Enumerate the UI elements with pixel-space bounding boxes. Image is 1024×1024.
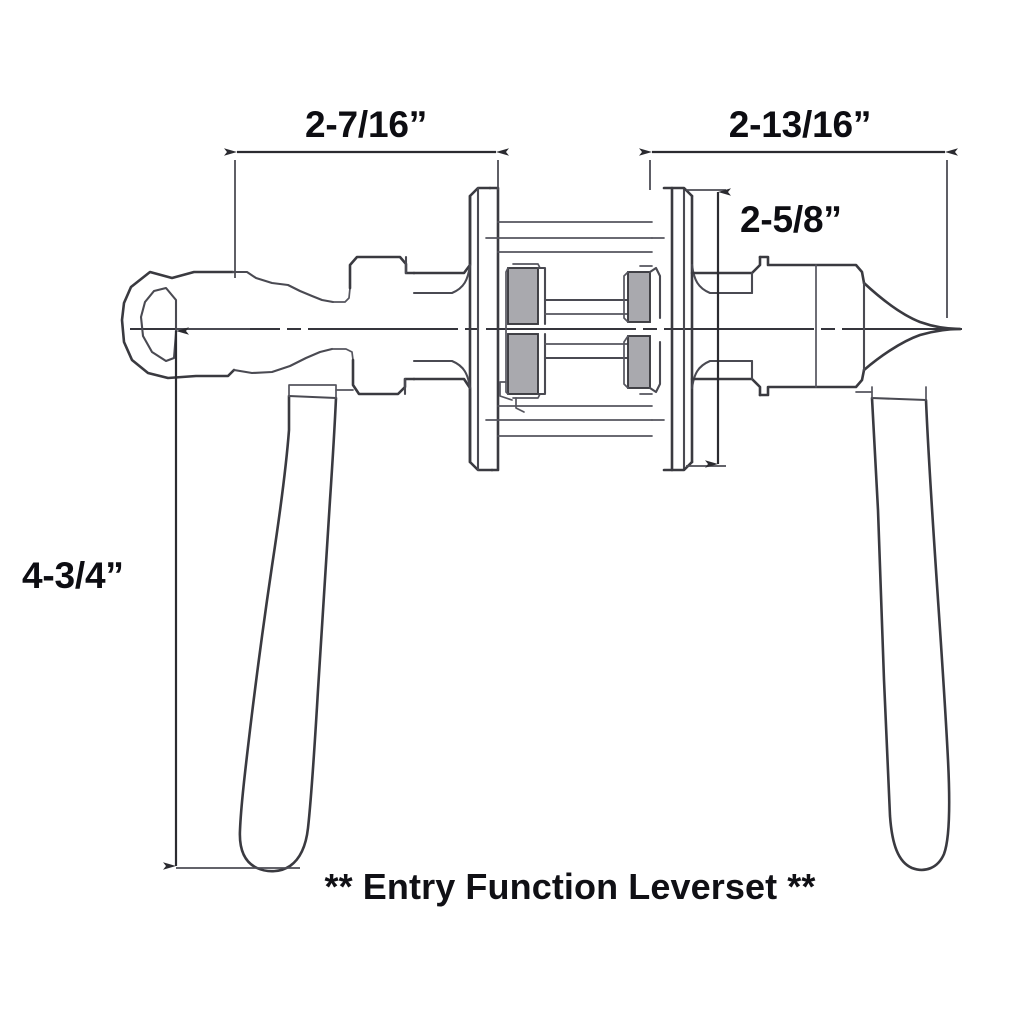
latch-spindle-assembly [485,221,665,437]
drawing-caption: ** Entry Function Leverset ** [324,866,815,907]
exterior-rose-plate [412,186,500,472]
dimension-label-exterior-projection: 2-7/16” [305,104,427,145]
dimension-interior-projection: 2-13/16” [639,104,958,318]
dimension-lever-height: 4-3/4” [22,327,300,870]
key-cylinder-head [120,270,354,380]
interior-lever-assembly [690,255,962,872]
dimension-label-interior-projection: 2-13/16” [729,104,871,145]
dimension-rose-diameter: 2-5/8” [686,188,842,468]
dimension-label-rose-diameter: 2-5/8” [740,199,842,240]
dimension-label-lever-height: 4-3/4” [22,555,124,596]
dimension-exterior-projection: 2-7/16” [224,104,509,278]
